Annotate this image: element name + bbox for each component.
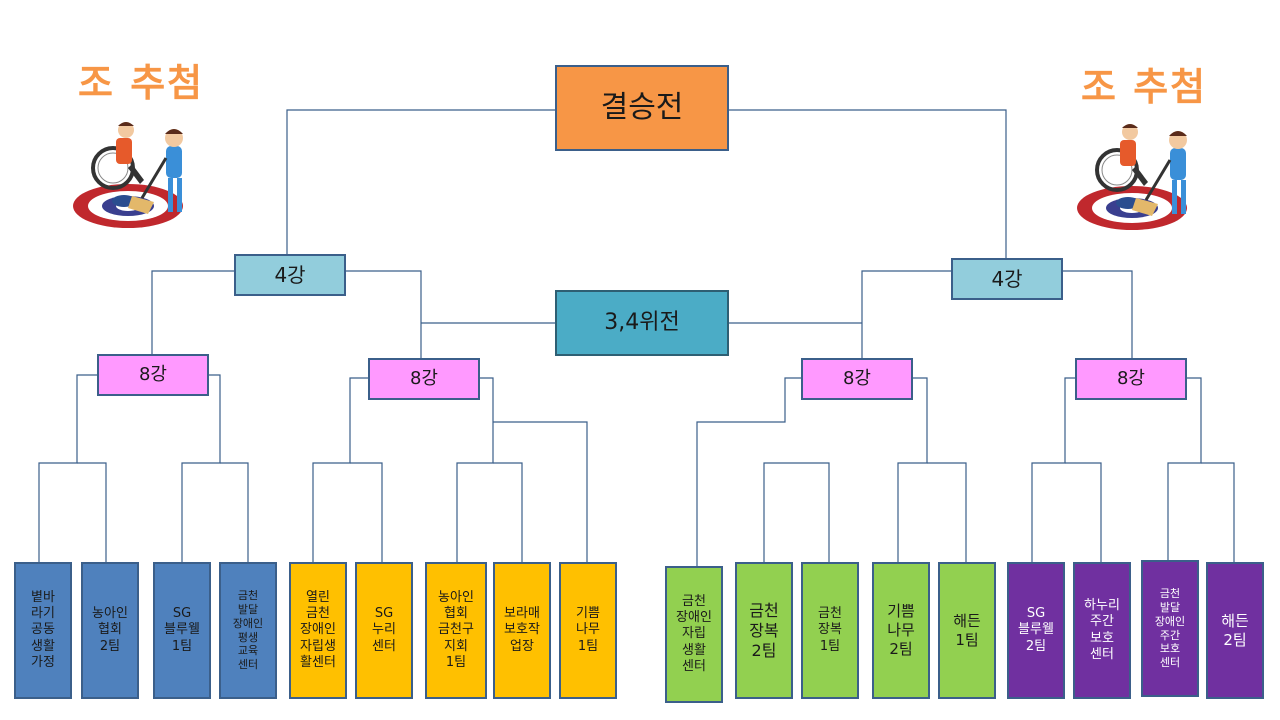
- team-box: 농아인 협회 금천구 지회 1팀: [425, 562, 487, 699]
- team-name: 하누리 주간 보호 센터: [1084, 598, 1120, 662]
- team-box: SG 블루웰 1팀: [153, 562, 211, 699]
- quarterfinal-label: 8강: [138, 363, 167, 385]
- semifinal-left: 4강: [234, 254, 346, 296]
- quarterfinal-label: 8강: [409, 367, 438, 389]
- team-box: 하누리 주간 보호 센터: [1073, 562, 1131, 699]
- line-qf2-d: [493, 421, 588, 562]
- quarterfinal-3: 8강: [801, 358, 913, 400]
- team-box: 열린 금천 장애인 자립생 활센터: [289, 562, 347, 699]
- team-box: 금천 장애인 자립 생활 센터: [665, 566, 723, 703]
- semifinal-label: 4강: [991, 266, 1023, 291]
- team-name: 농아인 협회 금천구 지회 1팀: [438, 589, 474, 670]
- semifinal-right: 4강: [951, 258, 1063, 300]
- curling-illustration-right: [1077, 124, 1187, 230]
- line-qf3-d: [897, 377, 928, 562]
- team-name: 금천 장애인 자립 생활 센터: [676, 593, 712, 674]
- team-name: 보라매 보호작 업장: [504, 606, 540, 654]
- line-qf4-b: [1065, 462, 1102, 562]
- team-name: 해든 2팀: [1221, 611, 1249, 649]
- line-qf2-c: [456, 377, 494, 562]
- team-name: 해든 1팀: [953, 611, 981, 649]
- line-qf4-a: [1031, 377, 1075, 562]
- team-box: SG 블루웰 2팀: [1007, 562, 1065, 699]
- line-semi1: [151, 270, 234, 354]
- team-name: 금천 장복 2팀: [749, 600, 779, 660]
- team-name: 기쁨 나무 2팀: [887, 602, 915, 658]
- draw-label-left: 조 추첨: [78, 61, 205, 105]
- curling-illustration-left: [73, 122, 183, 228]
- line-qf1-a: [38, 374, 97, 562]
- team-name: 볕바 라기 공동 생활 가정: [31, 589, 55, 670]
- line-qf2-a: [312, 377, 368, 562]
- team-name: 기쁨 나무 1팀: [576, 606, 600, 654]
- team-name: 열린 금천 장애인 자립생 활센터: [300, 589, 336, 670]
- line-final-left: [286, 109, 555, 254]
- team-box: 기쁨 나무 2팀: [872, 562, 930, 699]
- line-qf1-c: [181, 374, 221, 562]
- team-name: SG 블루웰 1팀: [164, 606, 200, 654]
- quarterfinal-label: 8강: [842, 367, 871, 389]
- quarterfinal-1: 8강: [97, 354, 209, 396]
- line-semi2b: [1063, 270, 1133, 358]
- team-box: 볕바 라기 공동 생활 가정: [14, 562, 72, 699]
- line-semi2: [861, 270, 951, 358]
- third-place-box: 3,4위전: [555, 290, 729, 356]
- line-qf3-a: [696, 377, 801, 566]
- team-name: SG 누리 센터: [372, 606, 396, 654]
- line-qf3-c: [785, 462, 830, 562]
- quarterfinal-label: 8강: [1116, 367, 1145, 389]
- team-box: 금천 발달 장애인 주간 보호 센터: [1141, 560, 1199, 697]
- team-name: 금천 발달 장애인 주간 보호 센터: [1154, 587, 1186, 669]
- team-name: 금천 발달 장애인 평생 교육 센터: [232, 589, 264, 671]
- final-label: 결승전: [600, 90, 684, 126]
- third-place-label: 3,4위전: [604, 310, 680, 336]
- team-box: 해든 1팀: [938, 562, 996, 699]
- line-final-right: [729, 109, 1007, 258]
- final-box: 결승전: [555, 65, 729, 151]
- line-qf3-e: [927, 462, 967, 562]
- line-qf2-e: [493, 462, 523, 562]
- semifinal-label: 4강: [274, 262, 306, 287]
- line-qf1-d: [220, 462, 249, 562]
- team-name: SG 블루웰 2팀: [1018, 606, 1054, 654]
- team-box: SG 누리 센터: [355, 562, 413, 699]
- draw-label-right: 조 추첨: [1081, 65, 1208, 109]
- line-qf4-c: [1167, 377, 1202, 562]
- team-box: 농아인 협회 2팀: [81, 562, 139, 699]
- team-box: 기쁨 나무 1팀: [559, 562, 617, 699]
- line-qf1-b: [77, 462, 107, 562]
- team-box: 금천 발달 장애인 평생 교육 센터: [219, 562, 277, 699]
- team-box: 금천 장복 2팀: [735, 562, 793, 699]
- line-semi1b: [346, 270, 422, 358]
- quarterfinal-4: 8강: [1075, 358, 1187, 400]
- team-name: 농아인 협회 2팀: [92, 606, 128, 654]
- team-name: 금천 장복 1팀: [818, 606, 842, 654]
- line-qf3-b: [763, 462, 785, 562]
- line-qf4-d: [1201, 462, 1235, 562]
- team-box: 금천 장복 1팀: [801, 562, 859, 699]
- team-box: 해든 2팀: [1206, 562, 1264, 699]
- team-box: 보라매 보호작 업장: [493, 562, 551, 699]
- quarterfinal-2: 8강: [368, 358, 480, 400]
- line-qf2-b: [350, 462, 383, 562]
